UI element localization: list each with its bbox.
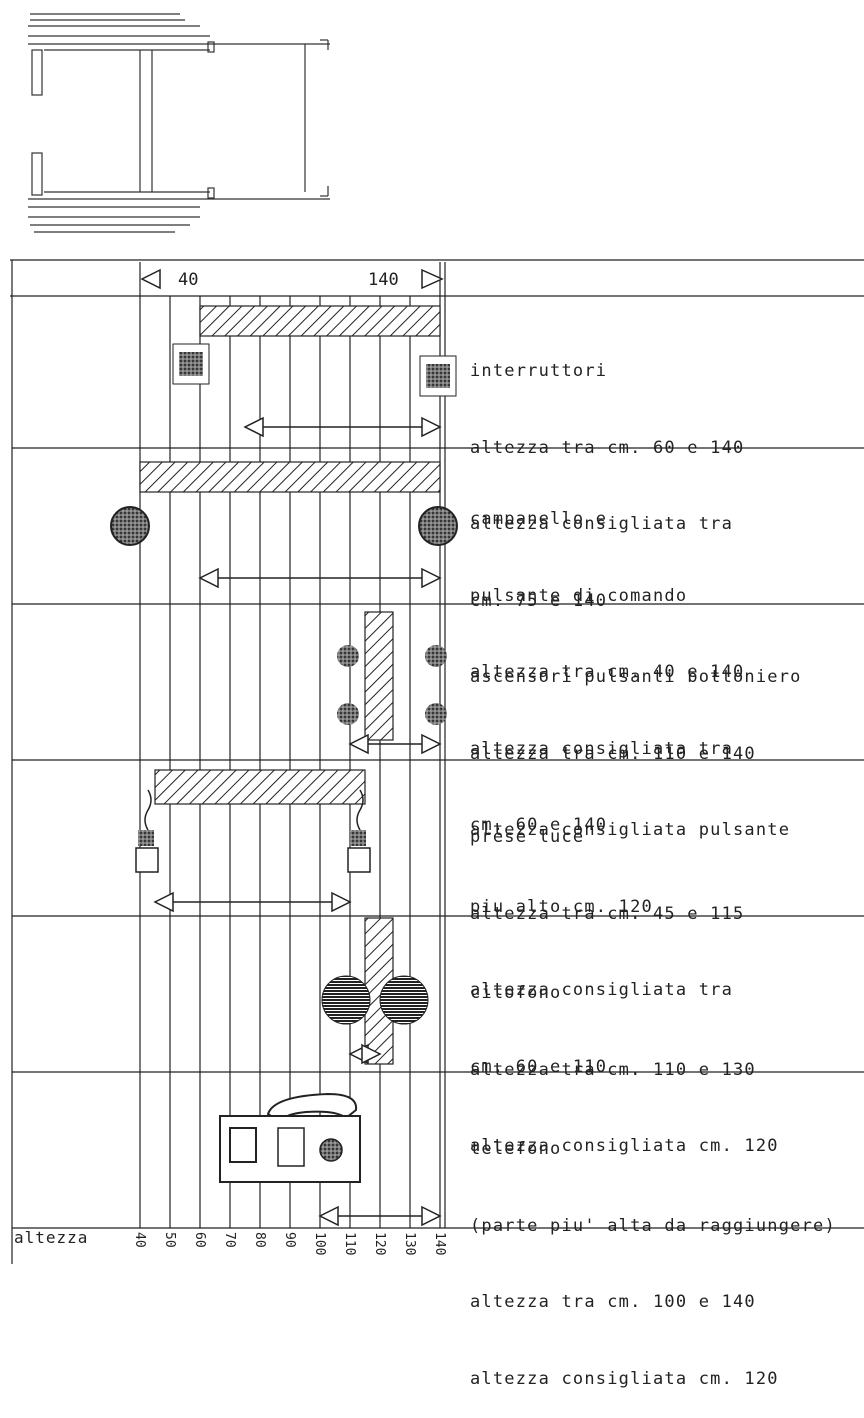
arrowhead-right bbox=[361, 1043, 382, 1065]
elevator-button-icon bbox=[337, 703, 359, 725]
scale-tick-80: 80 bbox=[252, 1232, 267, 1248]
desc-line: ascensori pulsanti bottoniero bbox=[470, 667, 802, 687]
arrowhead-left bbox=[243, 416, 264, 438]
elevator-button-icon bbox=[337, 645, 359, 667]
phone-handset-icon bbox=[266, 1092, 358, 1124]
scale-tick-110: 110 bbox=[342, 1232, 357, 1256]
desc-line: citofono bbox=[470, 983, 562, 1003]
top-label-140: 140 bbox=[368, 270, 399, 290]
row-desc-interruttori: interruttori altezza tra cm. 60 e 140 al… bbox=[470, 308, 744, 640]
intercom-speaker-icon bbox=[321, 975, 371, 1025]
elevator-button-icon bbox=[425, 703, 447, 725]
plug-cord-icon bbox=[356, 789, 364, 831]
phone-dial-icon bbox=[319, 1138, 343, 1162]
arrowhead-left bbox=[140, 268, 161, 290]
arrowhead-right bbox=[421, 567, 442, 589]
plug-cord-icon bbox=[144, 789, 152, 831]
scale-tick-100: 100 bbox=[312, 1232, 327, 1256]
desc-line: altezza tra cm. 100 e 140 bbox=[470, 1292, 756, 1312]
recommended-arrows bbox=[140, 268, 444, 1227]
desc-line: telefono bbox=[470, 1139, 562, 1159]
scale-tick-140: 140 bbox=[432, 1232, 447, 1256]
desc-line: altezza tra cm. 40 e 140 bbox=[470, 662, 745, 682]
plan-sketch bbox=[28, 13, 330, 233]
range-bar-interruttori bbox=[199, 305, 441, 337]
accessibility-height-diagram bbox=[10, 13, 864, 1264]
arrowhead-right bbox=[331, 891, 352, 913]
arrowhead-left bbox=[348, 733, 369, 755]
plug-icon bbox=[138, 830, 154, 846]
desc-line: altezza tra cm. 110 e 130 bbox=[470, 1059, 756, 1080]
scale-tick-50: 50 bbox=[162, 1232, 177, 1248]
desc-line: altezza tra cm. 45 e 115 bbox=[470, 903, 745, 924]
desc-line: altezza consigliata cm. 120 bbox=[470, 1136, 779, 1156]
range-bars bbox=[139, 305, 441, 1065]
phone-display-icon bbox=[229, 1127, 257, 1163]
desc-line: altezza tra cm. 60 e 140 bbox=[470, 437, 745, 458]
scale-tick-90: 90 bbox=[282, 1232, 297, 1248]
arrowhead-left bbox=[198, 567, 219, 589]
arrowhead-right bbox=[421, 268, 444, 290]
row-desc-telefono: telefono (parte piu' alta da raggiungere… bbox=[470, 1086, 836, 1418]
arrowhead-right bbox=[421, 733, 442, 755]
scale-title: altezza bbox=[14, 1228, 89, 1247]
socket-icon bbox=[347, 847, 371, 873]
arrowhead-right bbox=[421, 1205, 442, 1227]
elevator-button-icon bbox=[425, 645, 447, 667]
row-desc-campanello: campanello e pulsante di comando altezza… bbox=[470, 456, 744, 864]
arrowhead-right bbox=[421, 416, 442, 438]
scale-tick-40: 40 bbox=[132, 1232, 147, 1248]
desc-line: cm. 60 e 110 bbox=[470, 1056, 608, 1077]
desc-line: pulsante di comando bbox=[470, 585, 688, 606]
range-bar-prese bbox=[154, 769, 366, 805]
top-label-40: 40 bbox=[178, 270, 199, 290]
socket-icon bbox=[135, 847, 159, 873]
phone-keypad-icon bbox=[277, 1127, 305, 1167]
switch-button-icon bbox=[179, 352, 203, 376]
desc-line: interruttori bbox=[470, 361, 608, 381]
desc-line: altezza tra cm. 110 e 140 bbox=[470, 743, 756, 764]
plug-icon bbox=[350, 830, 366, 846]
desc-line: cm. 75 e 140 bbox=[470, 590, 608, 611]
scale-tick-130: 130 bbox=[402, 1232, 417, 1256]
grid bbox=[10, 259, 864, 1264]
desc-line: altezza consigliata tra bbox=[470, 980, 734, 1000]
device-icons bbox=[110, 343, 458, 1183]
intercom-speaker-icon bbox=[379, 975, 429, 1025]
desc-line: cm. 60 e 140 bbox=[470, 815, 608, 835]
desc-line: prese luce bbox=[470, 827, 585, 847]
desc-line: (parte piu' alta da raggiungere) bbox=[470, 1215, 836, 1236]
row-desc-ascensori: ascensori pulsanti bottoniero altezza tr… bbox=[470, 614, 802, 946]
range-bar-ascensori bbox=[364, 611, 394, 741]
desc-line: campanello e bbox=[470, 509, 608, 529]
bell-button-icon bbox=[418, 506, 458, 546]
desc-line: altezza consigliata tra bbox=[470, 514, 734, 534]
desc-line: altezza consigliata tra bbox=[470, 738, 734, 759]
row-desc-prese: prese luce altezza tra cm. 45 e 115 alte… bbox=[470, 774, 744, 1106]
desc-line: altezza consigliata cm. 120 bbox=[470, 1368, 779, 1389]
row-desc-citofono: citofono altezza tra cm. 110 e 130 altez… bbox=[470, 930, 779, 1185]
scale-tick-60: 60 bbox=[192, 1232, 207, 1248]
arrowhead-left bbox=[153, 891, 174, 913]
switch-button-icon bbox=[426, 364, 450, 388]
bell-button-icon bbox=[110, 506, 150, 546]
range-bar-campanello bbox=[139, 461, 441, 493]
arrowhead-left bbox=[318, 1205, 339, 1227]
desc-line: piu alto cm. 120 bbox=[470, 896, 653, 917]
desc-line: altezza consigliata pulsante bbox=[470, 820, 791, 840]
scale-tick-70: 70 bbox=[222, 1232, 237, 1248]
scale-tick-120: 120 bbox=[372, 1232, 387, 1256]
